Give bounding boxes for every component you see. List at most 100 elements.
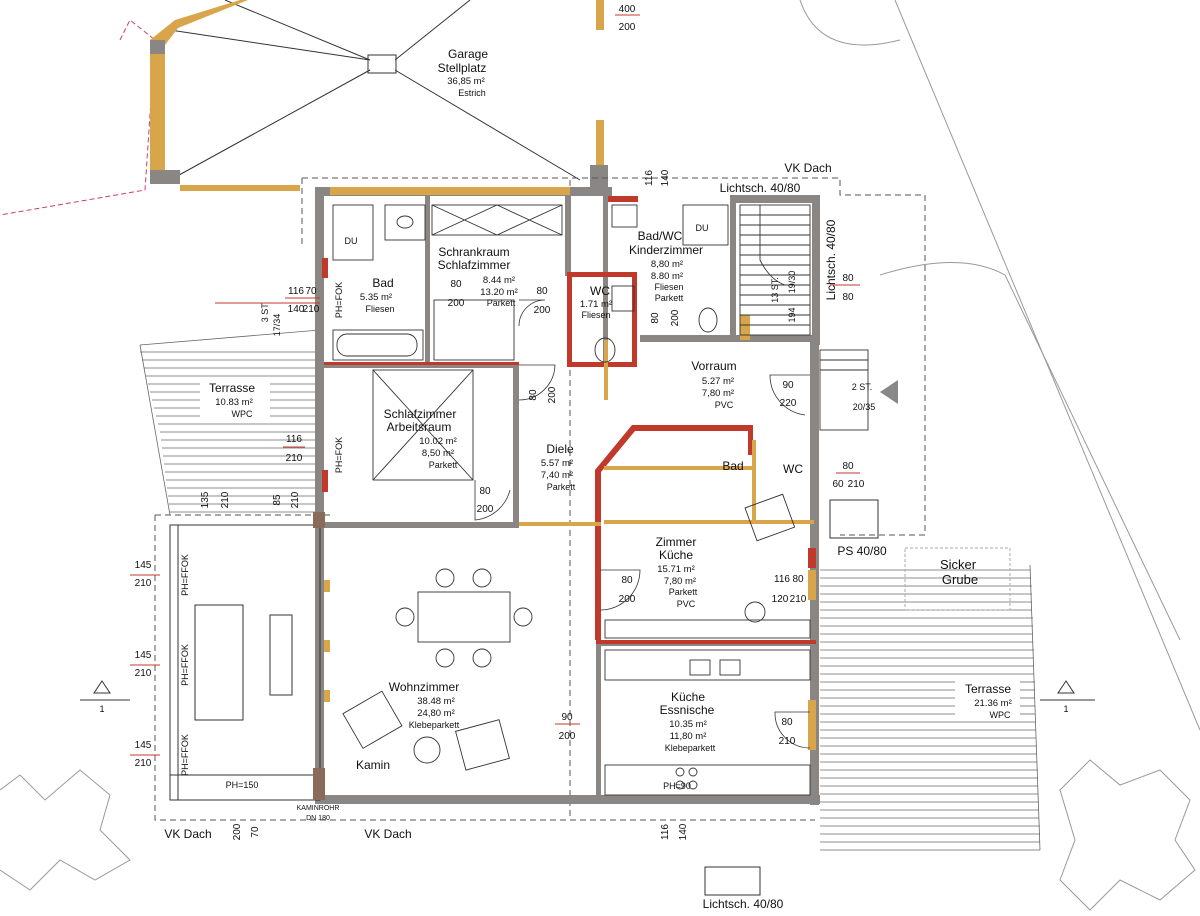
bathroom-fixtures (332, 204, 729, 363)
sicker-grube (904, 547, 1011, 611)
grube-name: Grube (942, 572, 978, 587)
diele-floor: Parkett (547, 482, 576, 492)
dim-145-b: 145 (135, 650, 152, 661)
wc-name: WC (590, 284, 610, 298)
vk-dach-bottom: VK Dach (364, 827, 411, 841)
dining-set (395, 568, 533, 668)
dim-200-d: 200 (670, 309, 681, 326)
dim-85: 85 (272, 494, 283, 506)
kueche-area: 10.35 m² (669, 719, 707, 730)
stairs-194: 194 (787, 307, 797, 322)
zimmer-floor-2: PVC (677, 599, 696, 609)
dim-400: 400 (619, 4, 636, 15)
dim-70-r: 70 (250, 826, 261, 838)
arbeitsraum-title: Arbeitsraum (387, 420, 452, 434)
dim-200-a: 200 (448, 298, 465, 309)
terrasse-left-area: 10.83 m² (215, 397, 253, 408)
kinderzimmer-name: Kinderzimmer (629, 243, 703, 257)
dimension-labels: 116 70 140 210 80 200 80 200 80 200 80 2… (135, 169, 865, 840)
zimmer-name: Zimmer (656, 535, 697, 549)
dim-210-o: 210 (790, 594, 807, 605)
schlafzimmer-title: Schlafzimmer (384, 407, 457, 421)
dim-220: 220 (780, 398, 797, 409)
lichtschacht-bottom (704, 866, 761, 896)
dim-210: 210 (303, 304, 320, 315)
bad-area: 5.35 m² (360, 292, 392, 303)
wohnzimmer-floor: Klebeparkett (409, 720, 460, 730)
armchairs (342, 493, 796, 771)
schlafzimmer-floor: Parkett (429, 460, 458, 470)
zimmer-floor: Parkett (669, 587, 698, 597)
garage-walls (150, 0, 608, 191)
kueche-area-2: 11,80 m² (670, 731, 707, 742)
vorraum-area-2: 7,80 m² (702, 388, 734, 399)
road-line-1 (894, 0, 1200, 731)
dim-116: 116 (288, 286, 304, 297)
dim-70: 70 (305, 286, 317, 297)
dim-210-j: 210 (290, 491, 301, 508)
dim-140: 140 (288, 304, 305, 315)
diele-area: 5.57 m² (541, 458, 573, 469)
ps-label: PS 40/80 (837, 544, 887, 558)
schrankraum-floor: Parkett (487, 298, 516, 308)
dim-80-h: 80 (842, 461, 854, 472)
dim-200-g: 200 (477, 504, 494, 515)
property-boundary (0, 19, 156, 216)
vk-dach-bottom-left: VK Dach (164, 827, 211, 841)
terrasse-right-area: 21.36 m² (974, 698, 1012, 709)
dim-210-b: 210 (286, 453, 303, 464)
stair-arrow-icon (880, 380, 898, 404)
wc-inner-name: WC (783, 462, 803, 476)
kaminrohr-dn: DN 180 (306, 815, 330, 822)
lichtsch-right: Lichtsch. 40/80 (824, 219, 838, 300)
badwc-name: Bad/WC (638, 229, 683, 243)
garage-roof (169, 0, 581, 181)
dim-210-k: 210 (135, 578, 152, 589)
dim-140-s: 140 (678, 823, 689, 840)
lichtsch-top: Lichtsch. 40/80 (720, 181, 801, 195)
stairs-13st: 13 ST. (770, 277, 780, 303)
ph-ffok-1: PH=FFOK (180, 554, 190, 596)
stairs-3st: 3 ST. (260, 302, 270, 323)
ph-fok-1: PH=FOK (334, 282, 344, 318)
zimmer-kueche-name: Küche (659, 548, 693, 562)
schrankraum-area-2: 13.20 m² (480, 287, 518, 298)
wohnzimmer-area-2: 24,80 m² (417, 708, 455, 719)
terrasse-right-name: Terrasse (965, 682, 1011, 696)
section-number-right: 1 (1063, 704, 1068, 714)
dim-116-o: 116 (774, 574, 790, 585)
dimension-underlines (130, 14, 860, 756)
dim-116-b: 116 (286, 434, 302, 445)
vorraum-floor: PVC (715, 400, 734, 410)
ph-fok-2: PH=FOK (334, 437, 344, 473)
dim-210-i: 210 (220, 491, 231, 508)
schrankraum-area: 8.44 m² (483, 275, 515, 286)
sicker-name: Sicker (940, 557, 977, 572)
ph90-label: PH=90 (663, 781, 691, 791)
section-markers (80, 680, 1095, 701)
dim-60: 60 (832, 479, 844, 490)
dim-145-a: 145 (135, 560, 152, 571)
dim-80-f: 80 (842, 292, 854, 303)
kitchen-counter (604, 619, 811, 796)
schlafzimmer-name: Schlafzimmer (438, 258, 511, 272)
dim-200-c: 200 (547, 386, 558, 403)
door-swings (474, 299, 811, 749)
kueche-floor: Klebeparkett (665, 743, 716, 753)
dim-90-p: 90 (561, 712, 573, 723)
garage-name-2: Stellplatz (438, 61, 487, 75)
bed (372, 369, 474, 481)
lichtsch-bottom: Lichtsch. 40/80 (703, 897, 784, 911)
garage-name: Garage (448, 47, 488, 61)
wintergarden (169, 524, 321, 801)
kaminrohr-label: KAMINROHR (297, 805, 340, 812)
timber-elements (324, 187, 816, 750)
ph150-label: PH=150 (226, 780, 259, 790)
terrasse-left-floor: WPC (232, 409, 253, 419)
dim-80-e: 80 (842, 273, 854, 284)
bad-name: Bad (372, 276, 393, 290)
tree-left (0, 769, 131, 891)
dim-80-n: 80 (621, 575, 633, 586)
